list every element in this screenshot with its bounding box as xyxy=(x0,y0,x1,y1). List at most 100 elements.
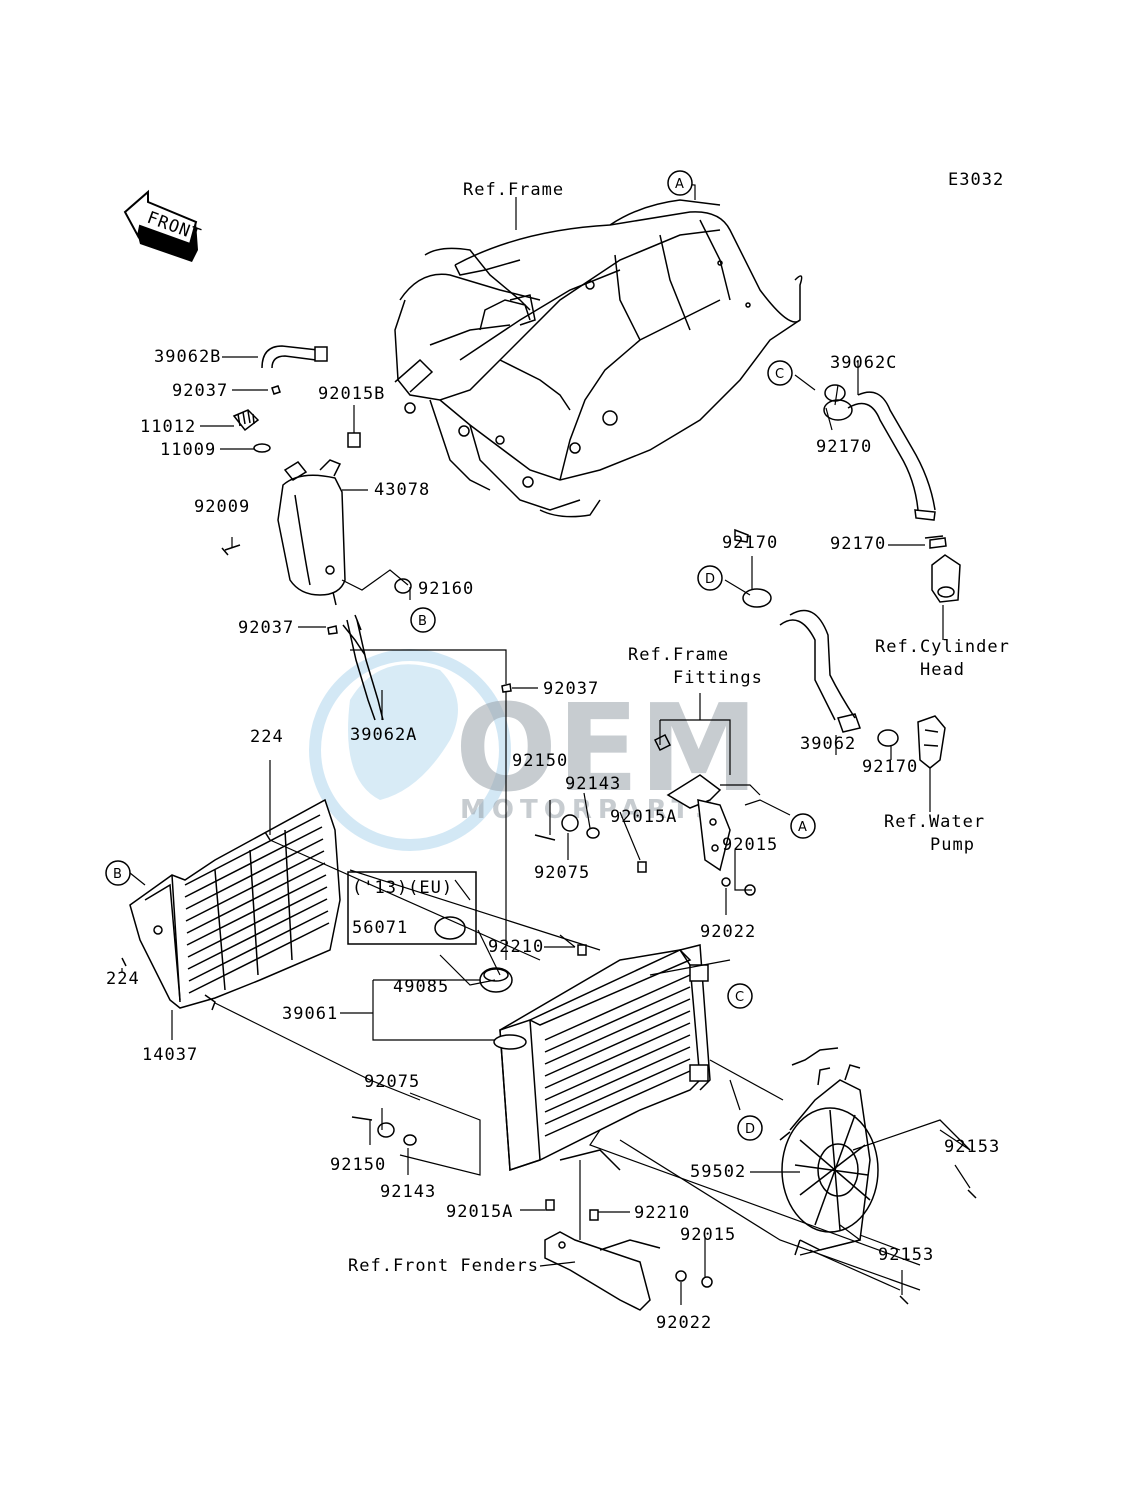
radiator-fan xyxy=(779,1047,879,1256)
nut-92015-bottom xyxy=(701,1276,713,1288)
callout-B-left: B xyxy=(105,860,131,886)
part-92150-top: 92150 xyxy=(512,751,568,771)
part-92009: 92009 xyxy=(194,497,250,517)
ref-front-fenders-label: Ref.Front Fenders xyxy=(348,1256,539,1276)
leader-lines xyxy=(121,182,971,1305)
part-224-left: 224 xyxy=(106,969,140,989)
svg-text:B: B xyxy=(418,614,427,629)
note-model-year-label: ('13)(EU) xyxy=(352,878,453,898)
part-92210-bottom: 92210 xyxy=(634,1203,690,1223)
part-92037-right: 92037 xyxy=(543,679,599,699)
callout-C-top: C xyxy=(767,360,793,386)
clamp-92037-top xyxy=(271,385,281,395)
water-pump-fitting xyxy=(877,715,946,769)
part-39062A: 39062A xyxy=(350,725,417,745)
part-39062B: 39062B xyxy=(154,347,221,367)
part-92022-bottom: 92022 xyxy=(656,1313,712,1333)
washer-92022-bottom xyxy=(675,1270,687,1282)
reservoir-tank xyxy=(277,459,346,606)
part-92153-bottom: 92153 xyxy=(878,1245,934,1265)
part-92037-top: 92037 xyxy=(172,381,228,401)
part-92022-top: 92022 xyxy=(700,922,756,942)
grommet-92075-bottom xyxy=(377,1122,395,1138)
front-fender-bracket xyxy=(544,1231,661,1311)
part-39062C: 39062C xyxy=(830,353,897,373)
bolt-92150-bottom xyxy=(351,1116,373,1121)
frame-fittings-bracket xyxy=(653,733,731,872)
ref-frame-fittings-label-2: Fittings xyxy=(673,668,763,688)
clamp-92037-right xyxy=(501,683,512,693)
part-92170-b: 92170 xyxy=(830,534,886,554)
part-92015A-top: 92015A xyxy=(610,807,677,827)
bolt-92009 xyxy=(221,544,241,556)
svg-text:D: D xyxy=(705,572,715,587)
bolt-224-left xyxy=(121,957,127,967)
clamp-92170-b xyxy=(734,528,749,543)
ref-water-pump-label-1: Ref.Water xyxy=(884,812,985,832)
grommet-92015B xyxy=(347,432,361,448)
callout-B-top: B xyxy=(410,607,436,633)
nut-92210-top xyxy=(577,944,587,956)
note-box xyxy=(347,871,477,945)
svg-text:C: C xyxy=(735,990,744,1005)
callout-D-top: D xyxy=(697,565,723,591)
cylinder-head-fitting xyxy=(929,537,961,603)
part-92150-bottom: 92150 xyxy=(330,1155,386,1175)
collar-92143-top xyxy=(586,827,600,839)
part-14037: 14037 xyxy=(142,1045,198,1065)
front-arrow-icon: FRONT xyxy=(123,189,204,262)
svg-text:C: C xyxy=(775,367,784,382)
ref-frame-label: Ref.Frame xyxy=(463,180,564,200)
ref-cylinder-head-label-1: Ref.Cylinder xyxy=(875,637,1010,657)
frame-drawing xyxy=(394,199,803,518)
part-49085: 49085 xyxy=(393,977,449,997)
hose-39062B xyxy=(261,345,328,369)
callout-C-right: C xyxy=(727,983,753,1009)
part-92075-bottom: 92075 xyxy=(364,1072,420,1092)
radiator xyxy=(493,944,711,1172)
bolt-92153-bottom xyxy=(899,1295,909,1305)
part-11012: 11012 xyxy=(140,417,196,437)
part-92160: 92160 xyxy=(418,579,474,599)
svg-text:D: D xyxy=(745,1122,755,1137)
part-39062: 39062 xyxy=(800,734,856,754)
nut-92015A-bottom xyxy=(545,1199,555,1211)
part-92153-top: 92153 xyxy=(944,1137,1000,1157)
callout-A-top: A xyxy=(667,170,693,196)
part-11009: 11009 xyxy=(160,440,216,460)
bolt-92153-top xyxy=(967,1189,977,1199)
part-43078: 43078 xyxy=(374,480,430,500)
ref-frame-fittings-label-1: Ref.Frame xyxy=(628,645,729,665)
part-92015A-bottom: 92015A xyxy=(446,1202,513,1222)
diagram-code: E3032 xyxy=(948,170,1004,190)
ref-cylinder-head-label-2: Head xyxy=(920,660,965,680)
part-59502: 59502 xyxy=(690,1162,746,1182)
part-92170-c: 92170 xyxy=(722,533,778,553)
clamp-92170-b2 xyxy=(924,535,944,539)
svg-text:A: A xyxy=(798,820,807,835)
part-39061: 39061 xyxy=(282,1004,338,1024)
washer-92022-top xyxy=(721,877,731,887)
bolt-224-top xyxy=(264,831,271,841)
collar-92143-bottom xyxy=(403,1134,417,1146)
hose-39062C xyxy=(823,384,936,521)
part-92015-top: 92015 xyxy=(722,835,778,855)
hose-39062 xyxy=(742,588,861,733)
clamp-92037-mid xyxy=(327,625,338,635)
part-92143-bottom: 92143 xyxy=(380,1182,436,1202)
grommet-92160 xyxy=(394,578,412,594)
svg-text:B: B xyxy=(113,867,122,882)
radiator-screen xyxy=(129,798,341,1011)
part-92037-mid: 92037 xyxy=(238,618,294,638)
nut-92015A-top xyxy=(637,861,647,873)
cap-label-56071 xyxy=(434,916,466,940)
nut-92210-bottom xyxy=(589,1209,599,1221)
callout-A-right: A xyxy=(790,813,816,839)
reservoir-cap xyxy=(232,409,271,453)
bolt-92150-top xyxy=(534,834,556,841)
radiator-cap xyxy=(479,967,513,993)
part-92015-bottom: 92015 xyxy=(680,1225,736,1245)
part-92015B: 92015B xyxy=(318,384,385,404)
